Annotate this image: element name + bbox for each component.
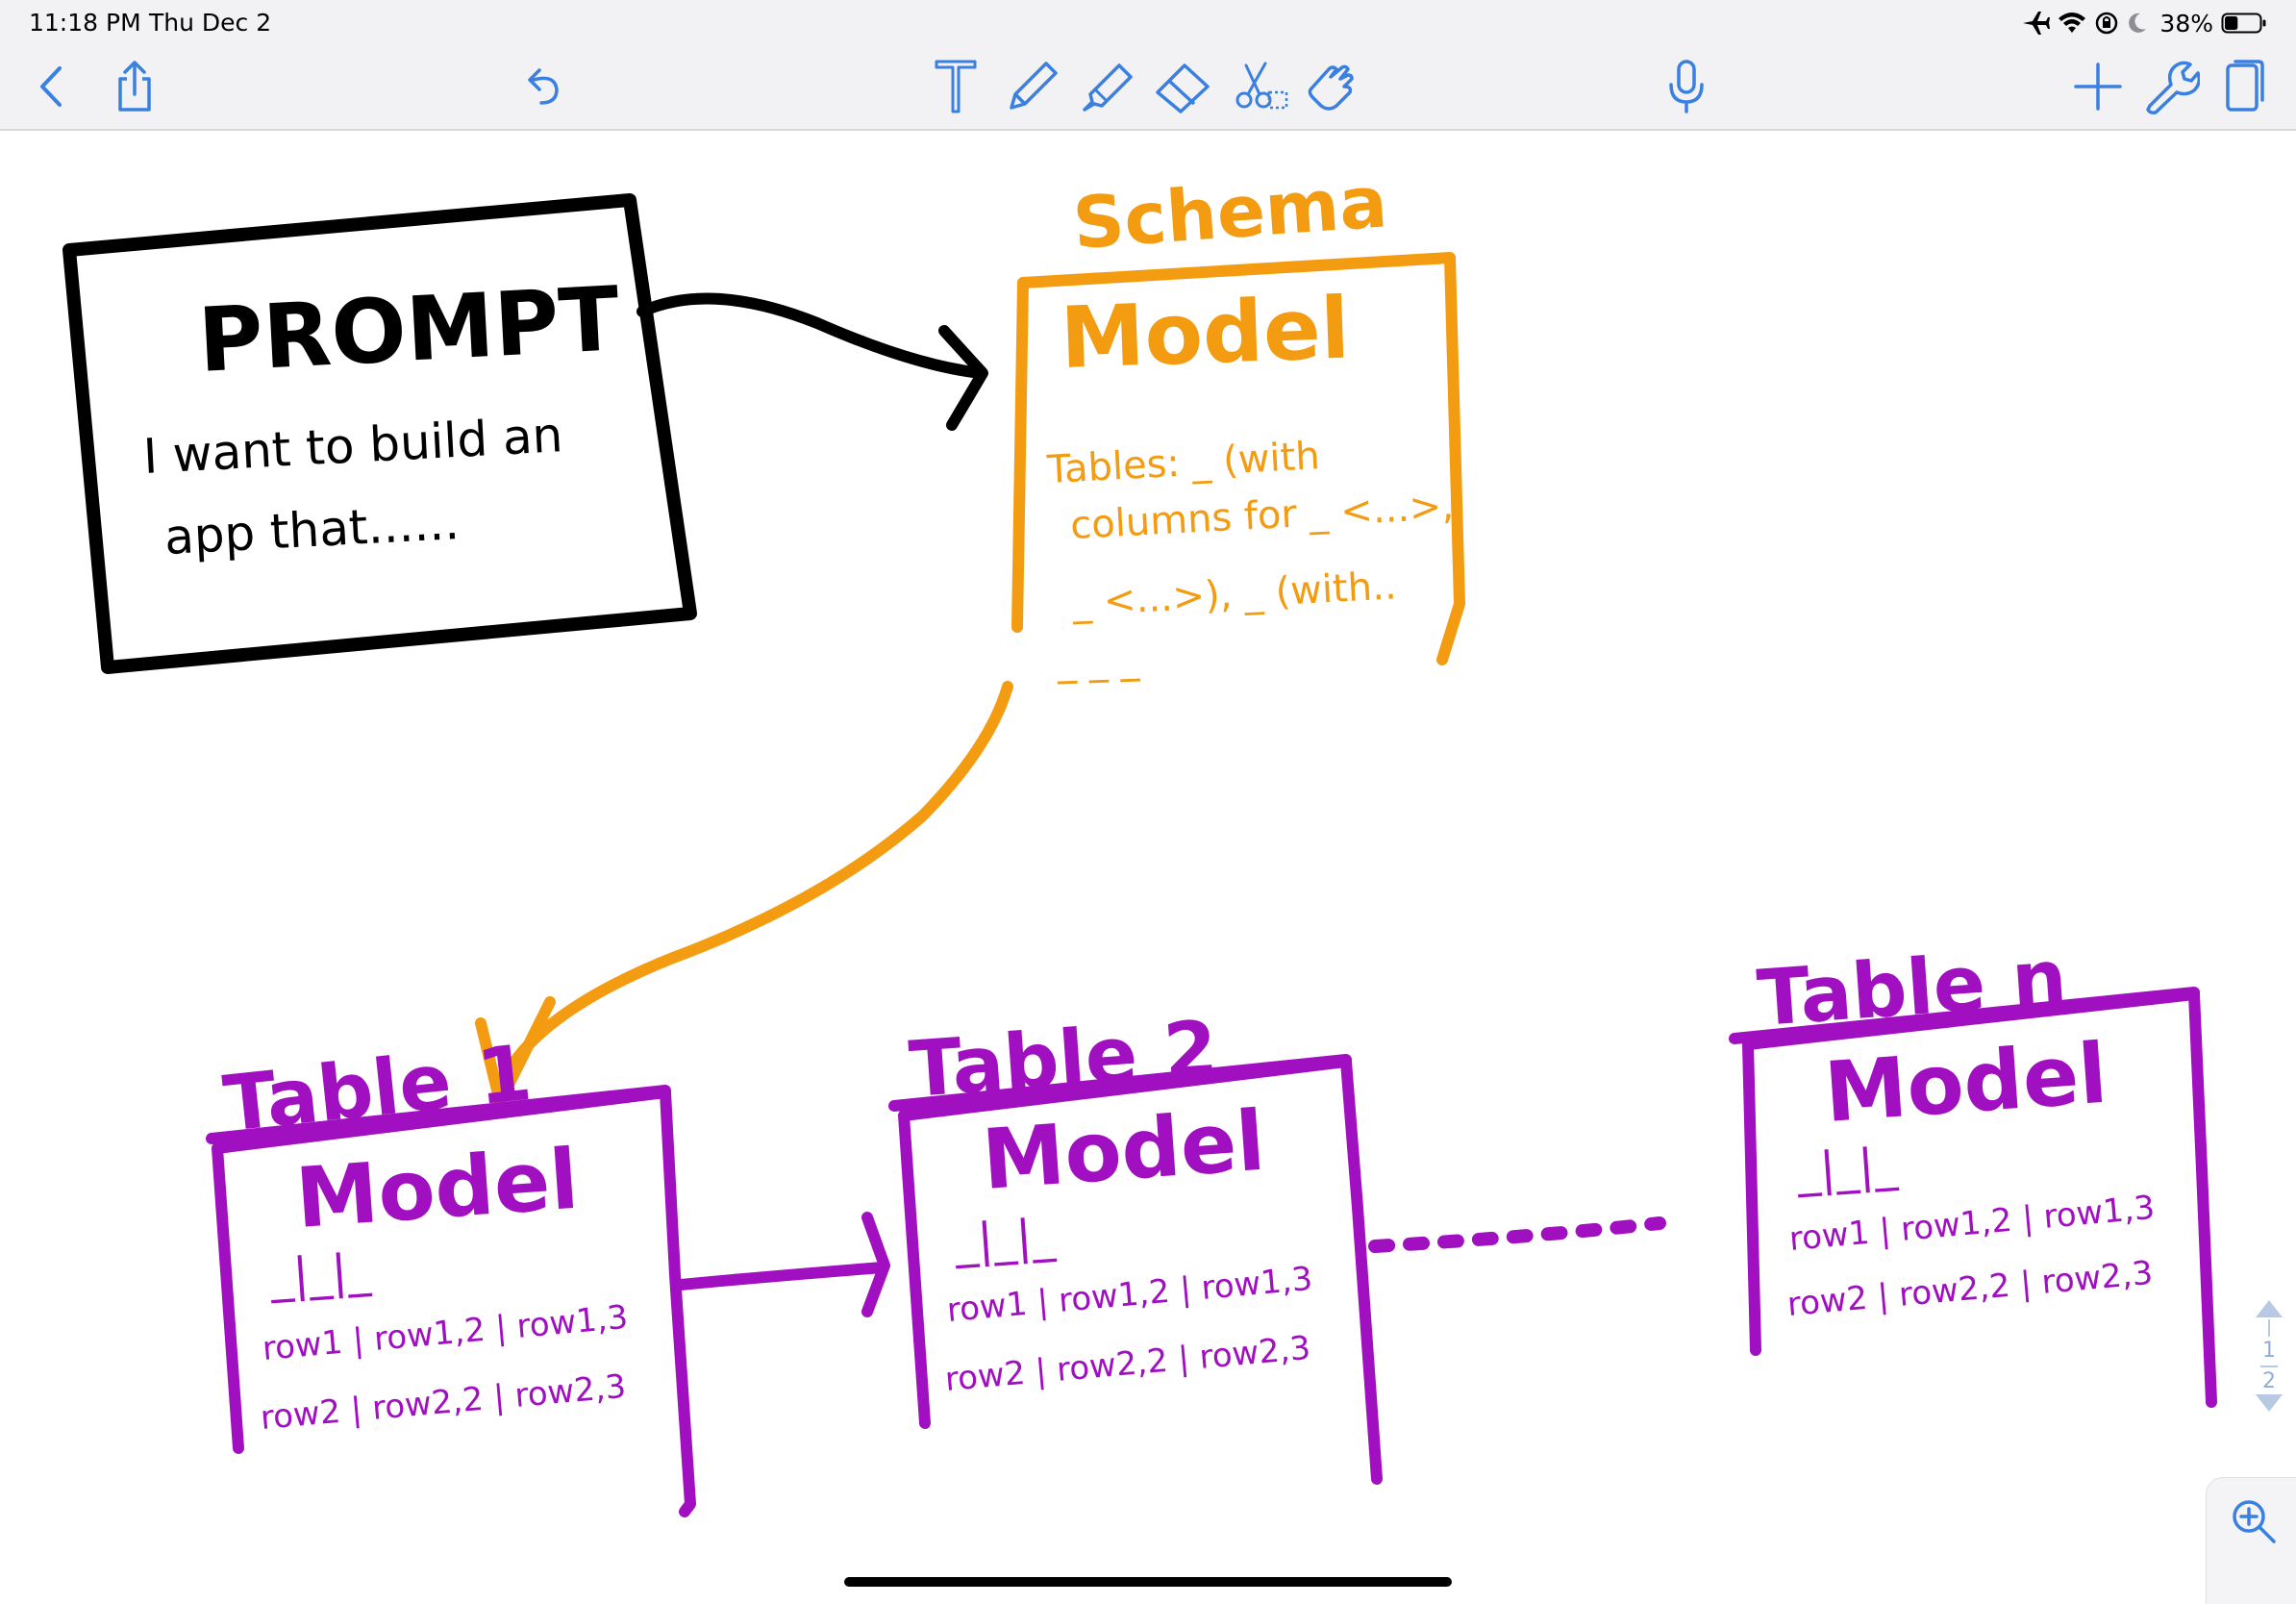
- table-1-model-box: Table 1 Model _|_|_ row1 | row1,2 | row1…: [206, 1028, 696, 1517]
- wrench-icon: [2146, 61, 2200, 114]
- moon-icon: [2129, 13, 2147, 33]
- page-current: 1: [2262, 1339, 2276, 1363]
- battery-percent: 38%: [2159, 9, 2213, 38]
- table-n-dashes: _|_|_: [1794, 1138, 1900, 1198]
- table-1-row-1: row1 | row1,2 | row1,3: [261, 1298, 629, 1368]
- settings-button[interactable]: [2140, 56, 2202, 117]
- pointer-tool-button[interactable]: [1300, 56, 1361, 117]
- undo-button[interactable]: [513, 56, 575, 117]
- microphone-icon: [1669, 60, 1704, 113]
- previous-page-button[interactable]: [2256, 1300, 2283, 1317]
- schema-line-1: Tables: _ (with: [1045, 434, 1321, 492]
- dotted-connector-table-2-to-table-n: [1368, 1216, 1666, 1253]
- arrow-schema-to-table-1: [475, 681, 1013, 1108]
- prompt-box: PROMPT I want to build an app that......: [62, 193, 697, 674]
- status-time: 11:18 PM: [29, 9, 141, 37]
- page-indicator: 1 2: [2246, 1300, 2292, 1435]
- arrow-prompt-to-schema: [636, 292, 988, 431]
- pages-icon: [2226, 60, 2264, 112]
- table-n-row-1: row1 | row1,2 | row1,3: [1787, 1189, 2156, 1259]
- share-button[interactable]: [104, 56, 165, 117]
- text-tool-button[interactable]: [925, 56, 986, 117]
- highlighter-tool-icon: [1083, 63, 1133, 112]
- pen-tool-icon: [1010, 62, 1058, 110]
- home-indicator[interactable]: [844, 1577, 1452, 1587]
- schema-title: Model: [1059, 279, 1351, 388]
- share-icon: [118, 61, 151, 112]
- add-button[interactable]: [2067, 56, 2129, 117]
- lasso-scissors-icon: [1235, 62, 1288, 110]
- schema-model-box: Schema Model Tables: _ (with columns for…: [1011, 161, 1465, 685]
- undo-icon: [528, 68, 559, 105]
- add-icon: [2074, 63, 2122, 111]
- table-n-title: Model: [1821, 1026, 2109, 1141]
- table-2-dashes: _|_|_: [952, 1209, 1058, 1269]
- schema-label: Schema: [1070, 161, 1389, 265]
- microphone-button[interactable]: [1656, 56, 1717, 117]
- prompt-line-2: app that......: [163, 494, 462, 565]
- page-indicator-divider: [2268, 1319, 2270, 1337]
- pointer-hand-icon: [1308, 64, 1354, 111]
- status-date: Thu Dec 2: [149, 9, 272, 37]
- schema-line-3: _ <...>), _ (with..: [1070, 564, 1397, 625]
- status-icons: 38%: [2021, 8, 2267, 38]
- prompt-title: PROMPT: [196, 267, 622, 392]
- table-1-title: Model: [292, 1132, 581, 1247]
- wifi-icon: [2059, 13, 2086, 33]
- back-chevron-icon: [40, 66, 62, 107]
- eraser-tool-icon: [1156, 63, 1210, 113]
- schema-line-4: _ _ _: [1056, 638, 1141, 685]
- toolbar: [0, 46, 2296, 131]
- highlighter-tool-button[interactable]: [1077, 56, 1138, 117]
- arrow-table-1-to-table-2: [675, 1212, 890, 1317]
- battery-icon: [2221, 13, 2266, 34]
- back-button[interactable]: [21, 56, 83, 117]
- airplane-icon: [2023, 12, 2051, 35]
- note-canvas[interactable]: PROMPT I want to build an app that......…: [0, 131, 2296, 1604]
- page-total: 2: [2262, 1369, 2276, 1393]
- pages-button[interactable]: [2213, 56, 2275, 117]
- zoom-in-icon: [2233, 1500, 2276, 1543]
- next-page-button[interactable]: [2256, 1394, 2283, 1412]
- zoom-button[interactable]: [2230, 1497, 2278, 1545]
- pen-tool-button[interactable]: [1002, 56, 1063, 117]
- orientation-lock-icon: [2096, 12, 2118, 35]
- lasso-tool-button[interactable]: [1231, 56, 1292, 117]
- eraser-tool-button[interactable]: [1152, 56, 1213, 117]
- status-bar: 11:18 PM Thu Dec 2 38%: [0, 0, 2296, 46]
- table-n-model-box: Table n Model _|_|_ row1 | row1,2 | row1…: [1729, 933, 2217, 1408]
- page-indicator-separator: [2260, 1366, 2278, 1367]
- table-2-title: Model: [979, 1093, 1267, 1209]
- zoom-panel: [2206, 1477, 2296, 1604]
- prompt-line-1: I want to build an: [142, 407, 564, 485]
- table-2-model-box: Table 2 Model _|_|_ row1 | row1,2 | row1…: [888, 1004, 1383, 1485]
- table-2-row-1: row1 | row1,2 | row1,3: [945, 1260, 1313, 1330]
- handwritten-diagram: PROMPT I want to build an app that......…: [62, 161, 2217, 1517]
- table-2-row-2: row2 | row2,2 | row2,3: [943, 1329, 1311, 1399]
- table-1-dashes: _|_|_: [267, 1243, 373, 1304]
- table-n-row-2: row2 | row2,2 | row2,3: [1785, 1254, 2154, 1324]
- schema-line-2: columns for _ <...>,: [1069, 484, 1455, 548]
- table-1-row-2: row2 | row2,2 | row2,3: [259, 1367, 627, 1438]
- text-tool-icon: [935, 60, 977, 113]
